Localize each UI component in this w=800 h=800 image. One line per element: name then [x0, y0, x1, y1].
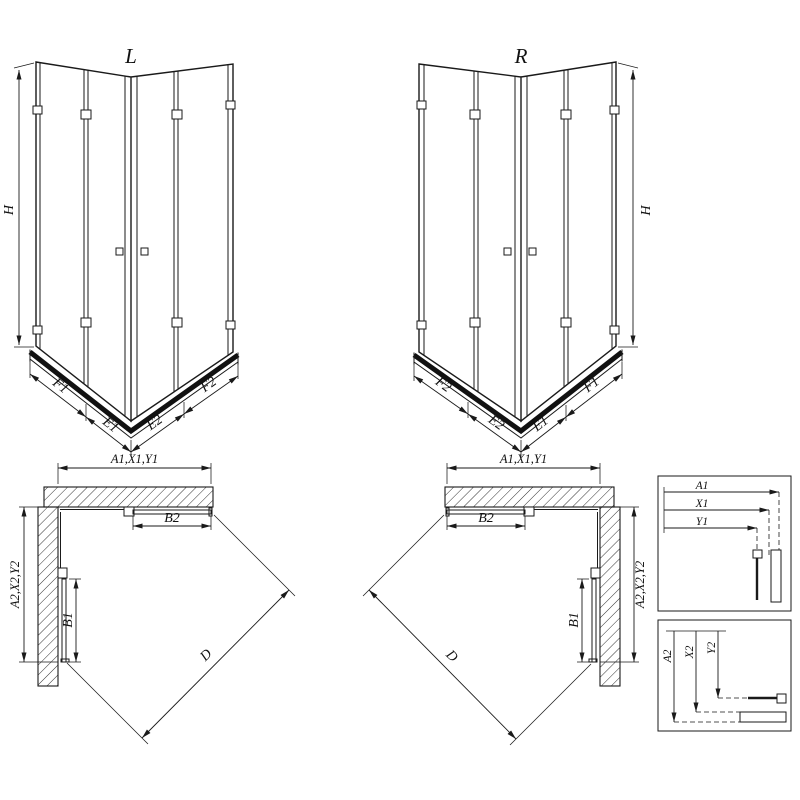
door-side-glass: [57, 512, 70, 663]
dim-extension-lines: [362, 514, 592, 746]
dim-label-a1: A1: [695, 480, 709, 492]
dim-height: H: [2, 62, 35, 348]
dim-door-top: B2: [446, 511, 526, 530]
dim-line-f2: [183, 375, 239, 415]
dim-label-a2: A2,X2,Y2: [8, 561, 22, 609]
dim-extension-lines: [446, 463, 601, 484]
view-label-left: L: [124, 44, 137, 68]
view-label-right: R: [514, 44, 528, 68]
glass-walls-outline: [418, 61, 617, 423]
bracket-section: [776, 693, 787, 704]
dim-label-a1: A1,X1,Y1: [110, 452, 158, 466]
dim-label-e2: E2: [485, 412, 507, 434]
plan-view-left: B2 B1 A1,X1,Y1 A2,X2,Y2 D: [8, 452, 296, 745]
dim-diagonal: D: [362, 514, 592, 746]
dim-label-y1: Y1: [696, 516, 708, 528]
dim-line-f1: [565, 373, 623, 418]
dim-label-b2: B2: [164, 511, 180, 526]
dim-diagonal: D: [66, 514, 296, 745]
dim-label-a2: A2,X2,Y2: [633, 561, 647, 609]
hinge-icons: [32, 100, 236, 335]
dim-extension-lines: [13, 62, 35, 348]
glass-panel-edges: [423, 62, 613, 418]
dim-label-x1: X1: [695, 498, 709, 510]
glass-walls-outline: [35, 61, 234, 423]
wall-top: [444, 486, 615, 508]
door-top-glass: [445, 506, 598, 517]
dim-label-d: D: [197, 647, 215, 665]
dim-label-x2: X2: [684, 645, 696, 659]
dim-line-d: [368, 589, 517, 740]
dim-door-side: B1: [567, 578, 589, 663]
iso-view-right: R H F2 E2 E1 F1: [412, 44, 652, 457]
plan-view-right: B2 B1 A1,X1,Y1 A2,X2,Y2 D: [362, 452, 647, 746]
glass-panel-edges: [39, 62, 229, 418]
dim-door-side: B1: [61, 578, 81, 663]
dim-height: H: [617, 62, 652, 348]
detail-frame: [657, 475, 792, 612]
dim-line-e1: [520, 416, 567, 453]
dim-extension-lines: [66, 514, 296, 745]
reference-dashed-lines: [756, 492, 780, 556]
dim-line-e2: [467, 413, 522, 453]
dim-width-top: A1,X1,Y1: [446, 452, 601, 484]
dim-label-b2: B2: [478, 511, 494, 526]
dim-line-e2: [130, 413, 185, 453]
detail-frame: [657, 619, 792, 732]
dim-label-b1: B1: [61, 612, 76, 628]
dim-extension-lines: [57, 463, 212, 484]
dim-line-f1: [29, 373, 87, 418]
dim-label-b1: B1: [567, 612, 582, 628]
dim-label-e1: E1: [99, 414, 121, 436]
dim-line-d: [141, 589, 290, 739]
dim-label-y2: Y2: [706, 642, 718, 654]
dim-line-f2: [413, 375, 469, 415]
hinge-icons: [416, 100, 620, 335]
dim-label-d: D: [442, 647, 460, 665]
door-side-glass: [588, 512, 601, 663]
dim-label-height: H: [637, 204, 652, 216]
dim-label-a1: A1,X1,Y1: [499, 452, 547, 466]
dim-label-f1: F1: [580, 375, 602, 397]
reference-dashed-lines: [674, 697, 748, 723]
dim-depth-side: A2,X2,Y2: [8, 506, 58, 663]
detail-box-width: A1 X1 Y1: [657, 475, 792, 612]
dim-extension-lines: [617, 62, 639, 348]
wall-right: [599, 506, 621, 687]
dim-line-e1: [85, 416, 132, 453]
dim-label-height: H: [2, 204, 17, 216]
dim-width-top: A1,X1,Y1: [57, 452, 212, 484]
dim-door-top: B2: [132, 511, 212, 530]
wall-left: [37, 506, 59, 687]
wall-profile-section: [770, 549, 782, 603]
dim-label-a2: A2: [662, 649, 674, 663]
bracket-section: [752, 549, 763, 559]
dim-depth-side: A2,X2,Y2: [600, 506, 647, 663]
detail-box-depth: A2 X2 Y2: [657, 619, 792, 732]
wall-profile-section: [739, 711, 787, 723]
door-top-glass: [60, 506, 213, 517]
iso-view-left: L H F1 E1 E2 F2: [2, 44, 240, 457]
wall-top: [43, 486, 214, 508]
